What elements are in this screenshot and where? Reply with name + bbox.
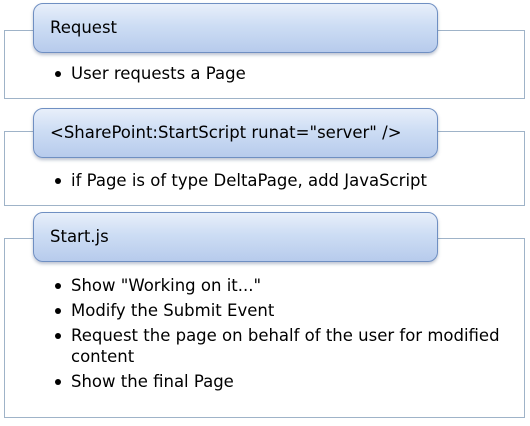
bullet-item: Show the final Page bbox=[53, 371, 516, 392]
step-1-header: Request bbox=[33, 3, 438, 53]
bullet-item: User requests a Page bbox=[53, 63, 516, 84]
bullet-item: Request the page on behalf of the user f… bbox=[53, 325, 516, 367]
bullet-item: Show "Working on it..." bbox=[53, 275, 516, 296]
step-3-header: Start.js bbox=[33, 212, 438, 262]
bullet-item: Modify the Submit Event bbox=[53, 300, 516, 321]
step-2-bullets: if Page is of type DeltaPage, add JavaSc… bbox=[53, 170, 516, 195]
step-1-bullets: User requests a Page bbox=[53, 63, 516, 88]
bullet-item: if Page is of type DeltaPage, add JavaSc… bbox=[53, 170, 516, 191]
step-3-bullets: Show "Working on it..." Modify the Submi… bbox=[53, 275, 516, 396]
step-2-header: <SharePoint:StartScript runat="server" /… bbox=[33, 108, 438, 158]
step-3-panel: Show "Working on it..." Modify the Submi… bbox=[4, 238, 525, 418]
